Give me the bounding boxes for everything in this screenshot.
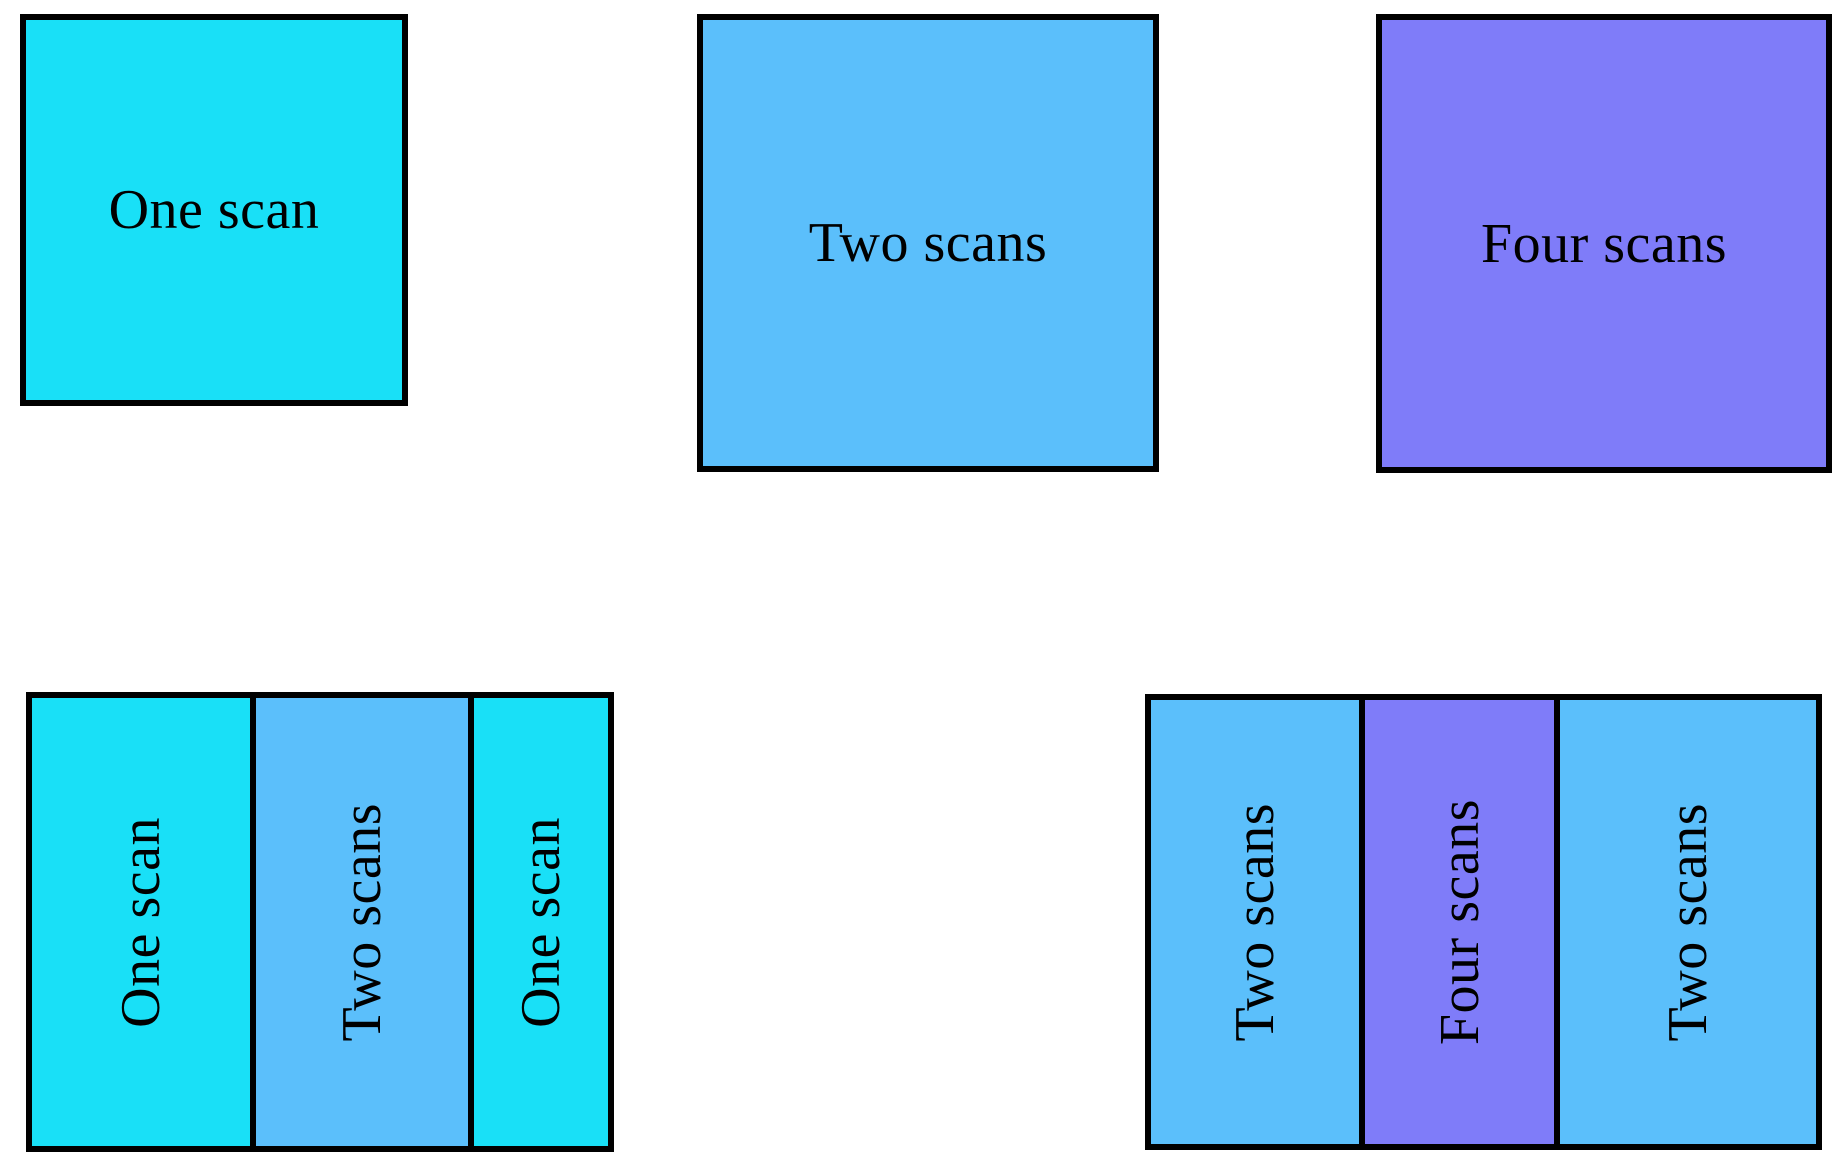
right-strip-segment-1: Two scans	[1151, 700, 1365, 1144]
legend-block-two-scans-label: Two scans	[808, 212, 1048, 274]
right-strip-group: Two scans Four scans Two scans	[1145, 694, 1822, 1150]
legend-block-four-scans: Four scans	[1376, 14, 1832, 473]
right-strip-segment-3-label: Two scans	[1657, 802, 1719, 1042]
left-strip-segment-1-label: One scan	[110, 816, 172, 1028]
legend-block-four-scans-label: Four scans	[1480, 212, 1728, 275]
left-strip-segment-3: One scan	[474, 698, 608, 1146]
right-strip-segment-2-label: Four scans	[1428, 798, 1491, 1046]
left-strip-segment-2-label: Two scans	[331, 802, 393, 1042]
right-strip-segment-1-label: Two scans	[1224, 802, 1286, 1042]
left-strip-group: One scan Two scans One scan	[26, 692, 614, 1152]
left-strip-segment-3-label: One scan	[510, 816, 572, 1028]
left-strip-segment-1: One scan	[32, 698, 256, 1146]
legend-block-one-scan-label: One scan	[108, 179, 320, 241]
legend-block-two-scans: Two scans	[697, 14, 1159, 472]
left-strip-segment-2: Two scans	[256, 698, 474, 1146]
right-strip-segment-2: Four scans	[1365, 700, 1560, 1144]
legend-block-one-scan: One scan	[20, 14, 408, 406]
right-strip-segment-3: Two scans	[1560, 700, 1816, 1144]
